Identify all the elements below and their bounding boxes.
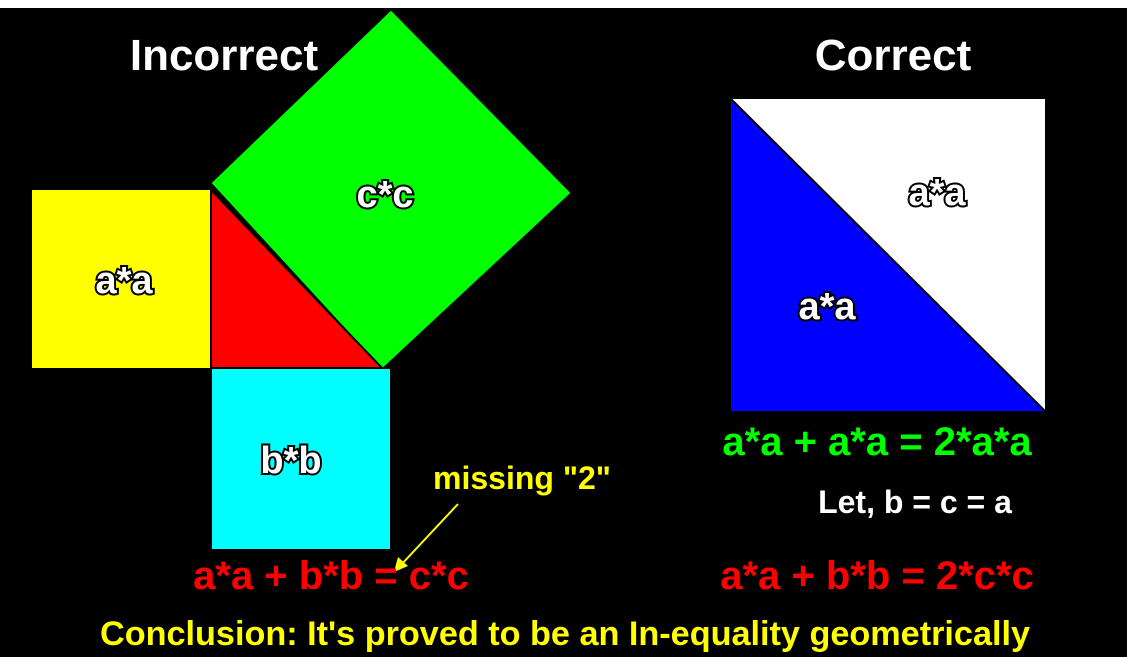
missing-arrow-head <box>394 557 408 572</box>
conclusion-text: Conclusion: It's proved to be an In-equa… <box>100 615 1030 653</box>
incorrect-equation: a*a + b*b = c*c <box>193 554 469 598</box>
white-triangle-label: a*a <box>908 172 966 214</box>
square-c <box>210 9 572 370</box>
correct-equation-2: a*a + b*b = 2*c*c <box>720 554 1034 598</box>
missing-arrow-line <box>399 503 459 567</box>
square-b <box>212 369 390 549</box>
red-triangle <box>210 187 385 369</box>
blue-triangle-label: a*a <box>798 286 856 328</box>
square-a <box>32 190 212 368</box>
square-c-label: c*c <box>356 174 413 216</box>
square-a-label: a*a <box>95 260 153 302</box>
let-statement: Let, b = c = a <box>818 484 1012 520</box>
square-b-label: b*b <box>260 440 321 482</box>
correct-equation-1: a*a + a*a = 2*a*a <box>722 420 1032 464</box>
correct-heading: Correct <box>815 31 972 80</box>
missing-note: missing "2" <box>433 460 611 496</box>
square-diagonal <box>730 98 1046 412</box>
incorrect-heading: Incorrect <box>130 31 319 80</box>
